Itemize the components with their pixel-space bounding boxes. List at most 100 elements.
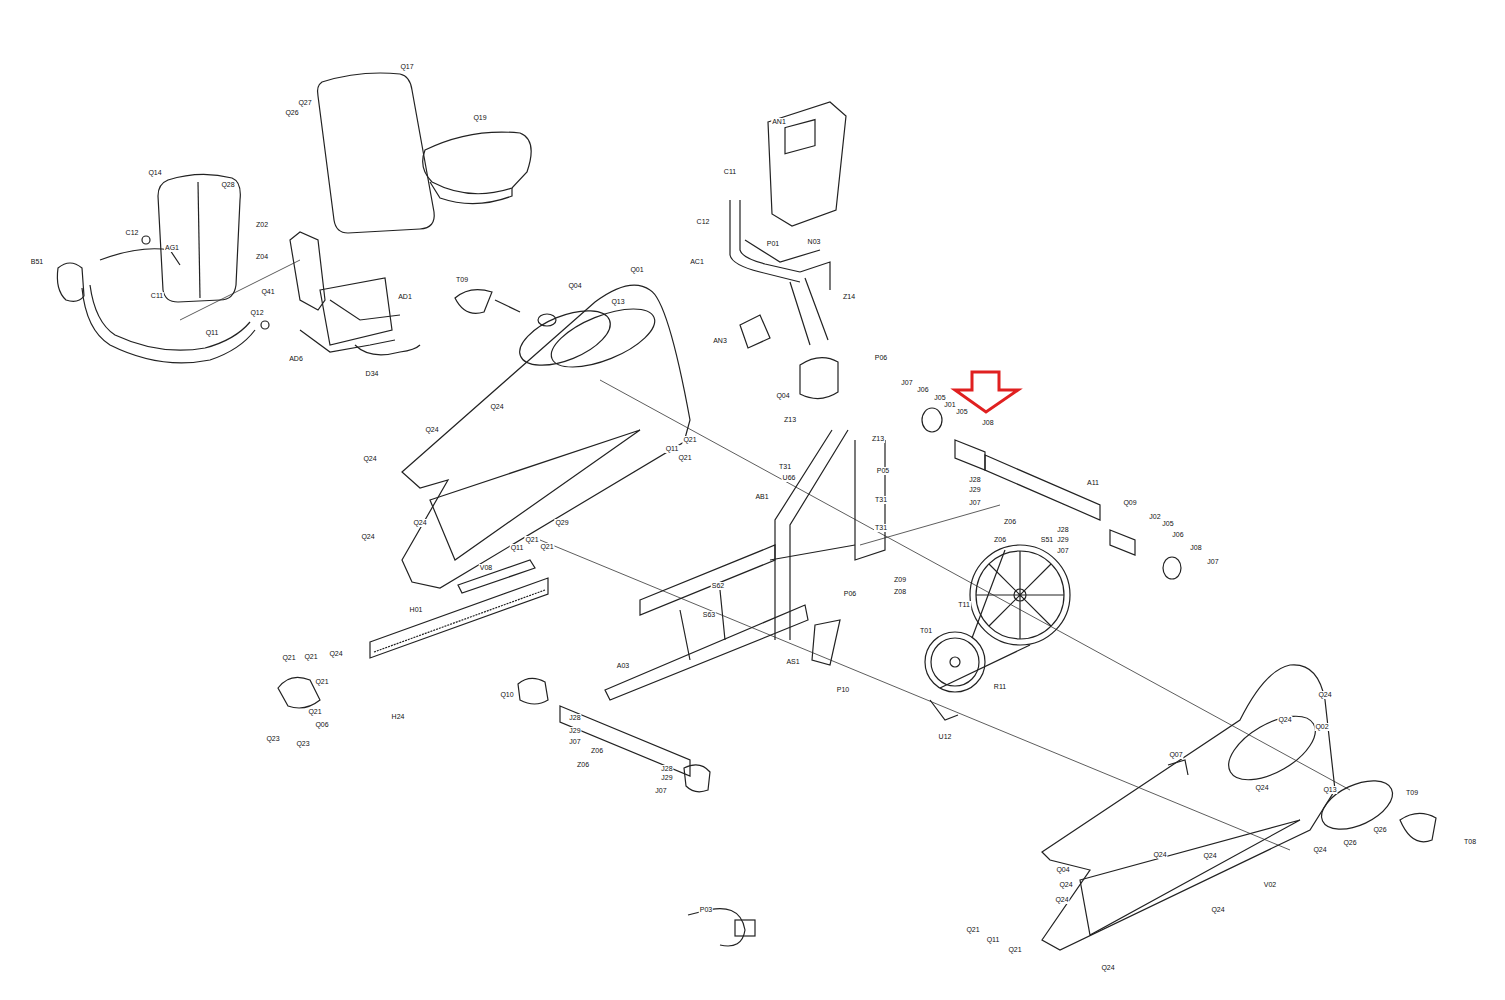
- callout-number: Q21: [314, 678, 329, 686]
- callout-number: P10: [836, 686, 850, 694]
- callout-number: V02: [1263, 881, 1277, 889]
- callout-number: N03: [807, 238, 822, 246]
- assembly-axis: [180, 260, 1350, 850]
- callout-number: J07: [568, 738, 581, 746]
- callout-number: C12: [696, 218, 711, 226]
- callout-number: J28: [968, 476, 981, 484]
- callout-number: A03: [616, 662, 630, 670]
- callout-number: D34: [365, 370, 380, 378]
- callout-number: Q23: [265, 735, 280, 743]
- callout-number: Q04: [567, 282, 582, 290]
- callout-number: P06: [874, 354, 888, 362]
- seat-assembly: [57, 73, 531, 363]
- seat-rail: [278, 560, 548, 708]
- callout-number: Q27: [297, 99, 312, 107]
- callout-number: S63: [702, 611, 716, 619]
- callout-number: Q13: [1322, 786, 1337, 794]
- callout-number: Q21: [307, 708, 322, 716]
- callout-number: Q24: [1100, 964, 1115, 972]
- callout-number: Z14: [842, 293, 856, 301]
- callout-number: Q21: [303, 653, 318, 661]
- callout-number: Q24: [1202, 852, 1217, 860]
- callout-number: Q21: [965, 926, 980, 934]
- callout-number: B51: [30, 258, 44, 266]
- callout-number: AN1: [771, 118, 787, 126]
- callout-number: P06: [843, 590, 857, 598]
- callout-number: J06: [916, 386, 929, 394]
- callout-number: C12: [125, 229, 140, 237]
- front-stabilizer: [518, 678, 710, 791]
- callout-number: J07: [1056, 547, 1069, 555]
- callout-number: T09: [455, 276, 469, 284]
- callout-number: Q13: [610, 298, 625, 306]
- pointer-arrow: [955, 372, 1018, 412]
- rear-stabilizer: [922, 408, 1181, 579]
- callout-number: Q21: [682, 436, 697, 444]
- callout-number: P03: [699, 906, 713, 914]
- callout-number: Q11: [510, 544, 525, 552]
- callout-number: AB1: [754, 493, 769, 501]
- main-frame: [605, 430, 885, 700]
- callout-number: T08: [1463, 838, 1477, 846]
- callout-number: V08: [479, 564, 493, 572]
- callout-number: J08: [1189, 544, 1202, 552]
- callout-number: AD6: [288, 355, 304, 363]
- callout-number: Q24: [360, 533, 375, 541]
- callout-number: Z06: [576, 761, 590, 769]
- callout-number: Q26: [284, 109, 299, 117]
- callout-number: U66: [782, 474, 797, 482]
- callout-number: S62: [711, 582, 725, 590]
- callout-number: Z04: [255, 253, 269, 261]
- callout-number: Z13: [783, 416, 797, 424]
- callout-number: Q11: [665, 445, 680, 453]
- callout-number: T11: [957, 601, 971, 609]
- callout-number: Q24: [412, 519, 427, 527]
- callout-number: Q41: [260, 288, 275, 296]
- callout-number: Q19: [472, 114, 487, 122]
- callout-number: P01: [766, 240, 780, 248]
- callout-number: H24: [391, 713, 406, 721]
- callout-number: AG1: [164, 244, 180, 252]
- callout-number: Q26: [1342, 839, 1357, 847]
- callout-number: T01: [919, 627, 933, 635]
- callout-number: Z06: [993, 536, 1007, 544]
- callout-number: P05: [876, 467, 890, 475]
- callout-number: Q07: [1168, 751, 1183, 759]
- callout-number: Z09: [893, 576, 907, 584]
- callout-number: S51: [1040, 536, 1054, 544]
- callout-number: Z02: [255, 221, 269, 229]
- callout-number: Q09: [1122, 499, 1137, 507]
- callout-number: Q21: [281, 654, 296, 662]
- callout-number: Q24: [1152, 851, 1167, 859]
- callout-number: J07: [1206, 558, 1219, 566]
- callout-number: Q12: [249, 309, 264, 317]
- callout-number: A11: [1086, 479, 1100, 487]
- callout-number: Q04: [775, 392, 790, 400]
- callout-number: Q21: [677, 454, 692, 462]
- side-cover-left: [402, 285, 690, 588]
- callout-number: J29: [1056, 536, 1069, 544]
- callout-number: Q17: [399, 63, 414, 71]
- callout-number: Z08: [893, 588, 907, 596]
- callout-number: J28: [1056, 526, 1069, 534]
- callout-number: Z06: [590, 747, 604, 755]
- callout-number: Q24: [362, 455, 377, 463]
- side-cover-right: [1042, 665, 1436, 950]
- callout-number: Q24: [1058, 881, 1073, 889]
- callout-number: Q06: [314, 721, 329, 729]
- callout-number: Q24: [1054, 896, 1069, 904]
- callout-number: C11: [723, 168, 737, 176]
- power-adapter: [688, 909, 755, 946]
- callout-number: Q24: [1317, 691, 1332, 699]
- callout-number: AN3: [712, 337, 728, 345]
- callout-number: J29: [568, 727, 581, 735]
- callout-number: Q01: [629, 266, 644, 274]
- callout-number: AC1: [689, 258, 705, 266]
- callout-number: Q21: [539, 543, 554, 551]
- callout-number: AS1: [785, 658, 800, 666]
- callout-number: Q11: [986, 936, 1001, 944]
- callout-number: J06: [1171, 531, 1184, 539]
- callout-number: J07: [968, 499, 981, 507]
- callout-number: Q24: [1277, 716, 1292, 724]
